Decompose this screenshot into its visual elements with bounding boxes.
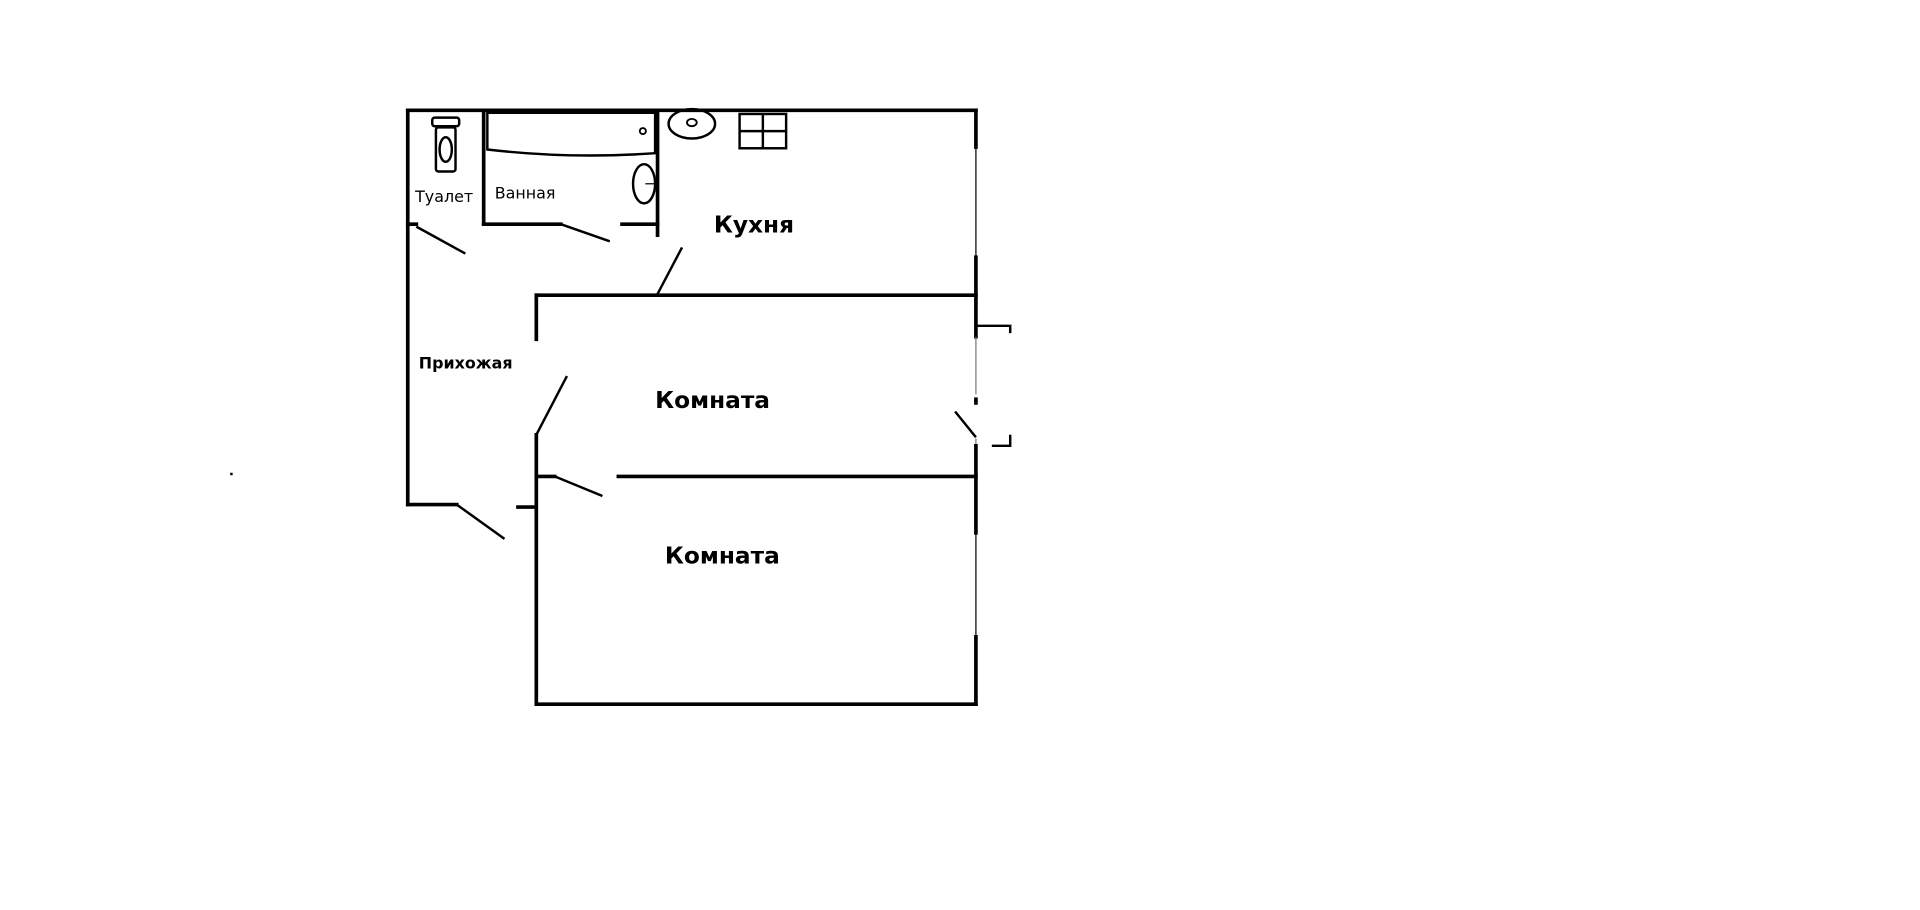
- toilet-icon: [431, 116, 461, 173]
- room2-door[interactable]: [554, 475, 603, 498]
- label-room-2: Комната: [665, 542, 780, 569]
- walls: [405, 108, 1012, 707]
- room1-door[interactable]: [535, 375, 569, 436]
- doors: [415, 223, 977, 540]
- balcony-top: [975, 324, 1012, 334]
- label-room-1: Комната: [655, 387, 770, 414]
- fixtures: [431, 107, 788, 205]
- kitchen-sink-icon: [667, 107, 717, 140]
- label-hallway: Прихожая: [419, 354, 513, 373]
- stray-dot: [230, 472, 233, 476]
- kitchen-door[interactable]: [656, 246, 684, 295]
- bathtub-icon: [486, 111, 657, 157]
- room-labels: Туалет Ванная Кухня Прихожая Комната Ком…: [414, 183, 794, 569]
- label-bathroom: Ванная: [495, 183, 556, 202]
- balcony-bottom: [991, 434, 1012, 448]
- toilet-door[interactable]: [415, 225, 466, 255]
- balcony-door[interactable]: [954, 410, 977, 439]
- bathroom-door[interactable]: [560, 223, 611, 243]
- bath-sink-icon: [631, 162, 657, 205]
- stove-icon: [738, 112, 788, 150]
- label-kitchen: Кухня: [714, 212, 794, 239]
- label-toilet: Туалет: [414, 187, 473, 206]
- entrance-door[interactable]: [456, 503, 506, 540]
